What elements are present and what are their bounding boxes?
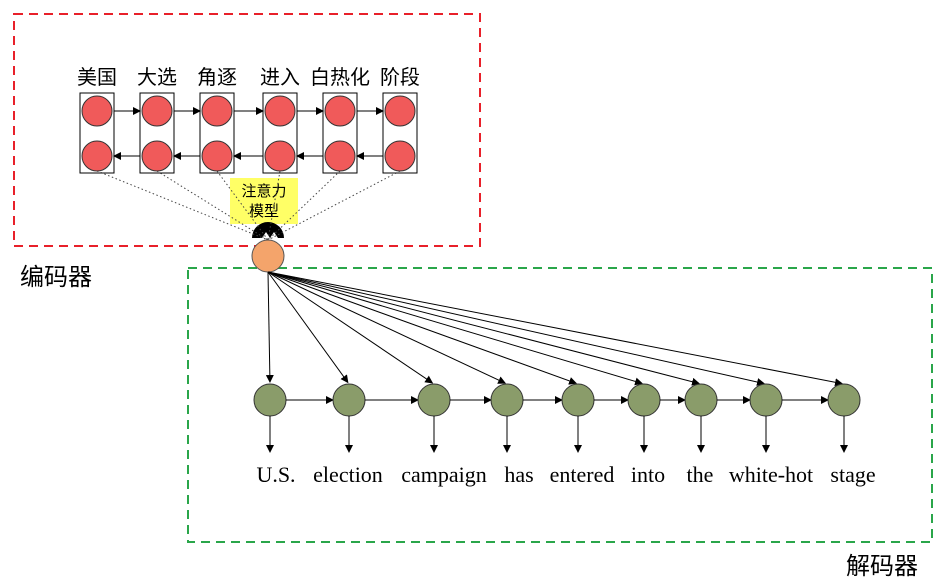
encoder-forward-node: [264, 95, 296, 127]
decoder-label: 解码器: [846, 552, 918, 580]
context-arrow: [267, 271, 701, 386]
decoder-node: [417, 383, 451, 417]
encoder-token: 阶段: [380, 65, 420, 89]
encoder-layer: 美国大选角逐进入白热化阶段: [77, 65, 420, 241]
encoder-label: 编码器: [20, 263, 92, 291]
context-arrow: [267, 271, 644, 386]
encoder-forward-node: [384, 95, 416, 127]
attention-dotted-line: [267, 170, 341, 241]
attention-cap: [252, 222, 284, 238]
encoder-cell-frame: [262, 92, 298, 174]
encoder-forward-node: [201, 95, 233, 127]
decoder-token: election: [313, 462, 383, 487]
context-arrow: [267, 271, 507, 384]
attention-label-line1: 注意力: [241, 182, 286, 200]
decoder-region: [187, 267, 933, 543]
decoder-node: [749, 383, 783, 417]
decoder-token: campaign: [401, 462, 487, 487]
attention-dotted-line: [156, 170, 269, 241]
decoder-node: [827, 383, 861, 417]
encoder-backward-node: [81, 140, 113, 172]
encoder-region: [13, 13, 481, 247]
context-arrow: [267, 271, 578, 385]
encoder-token: 大选: [137, 65, 177, 89]
encoder-token: 进入: [260, 65, 300, 89]
encoder-cell-frame: [322, 92, 358, 174]
encoder-forward-node: [81, 95, 113, 127]
attention-label-box: [230, 178, 298, 224]
decoder-node: [684, 383, 718, 417]
context-arrow: [267, 271, 349, 384]
decoder-token: white-hot: [729, 462, 813, 487]
context-arrow: [267, 271, 766, 386]
attention-dotted-line: [96, 170, 269, 241]
decoder-node: [490, 383, 524, 417]
context-arrow: [267, 271, 434, 384]
decoder-token: stage: [830, 462, 875, 487]
encoder-backward-node: [201, 140, 233, 172]
decoder-token: U.S.: [256, 462, 295, 487]
encoder-token: 美国: [77, 65, 117, 89]
encoder-backward-node: [264, 140, 296, 172]
encoder-cell-frame: [79, 92, 115, 174]
encoder-token: 白热化: [310, 65, 370, 89]
context-arrow: [265, 271, 274, 384]
encoder-backward-node: [324, 140, 356, 172]
attention-dotted-line: [267, 170, 401, 241]
decoder-token: has: [504, 462, 533, 487]
encoder-backward-node: [384, 140, 416, 172]
encoder-cell-frame: [139, 92, 175, 174]
encoder-cell-frame: [199, 92, 235, 174]
encoder-forward-node: [324, 95, 356, 127]
decoder-node: [561, 383, 595, 417]
decoder-token: the: [687, 462, 714, 487]
decoder-token: entered: [550, 462, 615, 487]
decoder-node: [332, 383, 366, 417]
encoder-cell-frame: [382, 92, 418, 174]
encoder-backward-node: [141, 140, 173, 172]
context-arrow: [267, 271, 844, 387]
attention-label-line2: 模型: [249, 202, 279, 220]
encoder-token: 角逐: [197, 65, 237, 89]
decoder-node: [253, 383, 287, 417]
encoder-forward-node: [141, 95, 173, 127]
decoder-token: into: [631, 462, 665, 487]
decoder-node: [627, 383, 661, 417]
context-node: [251, 239, 285, 273]
